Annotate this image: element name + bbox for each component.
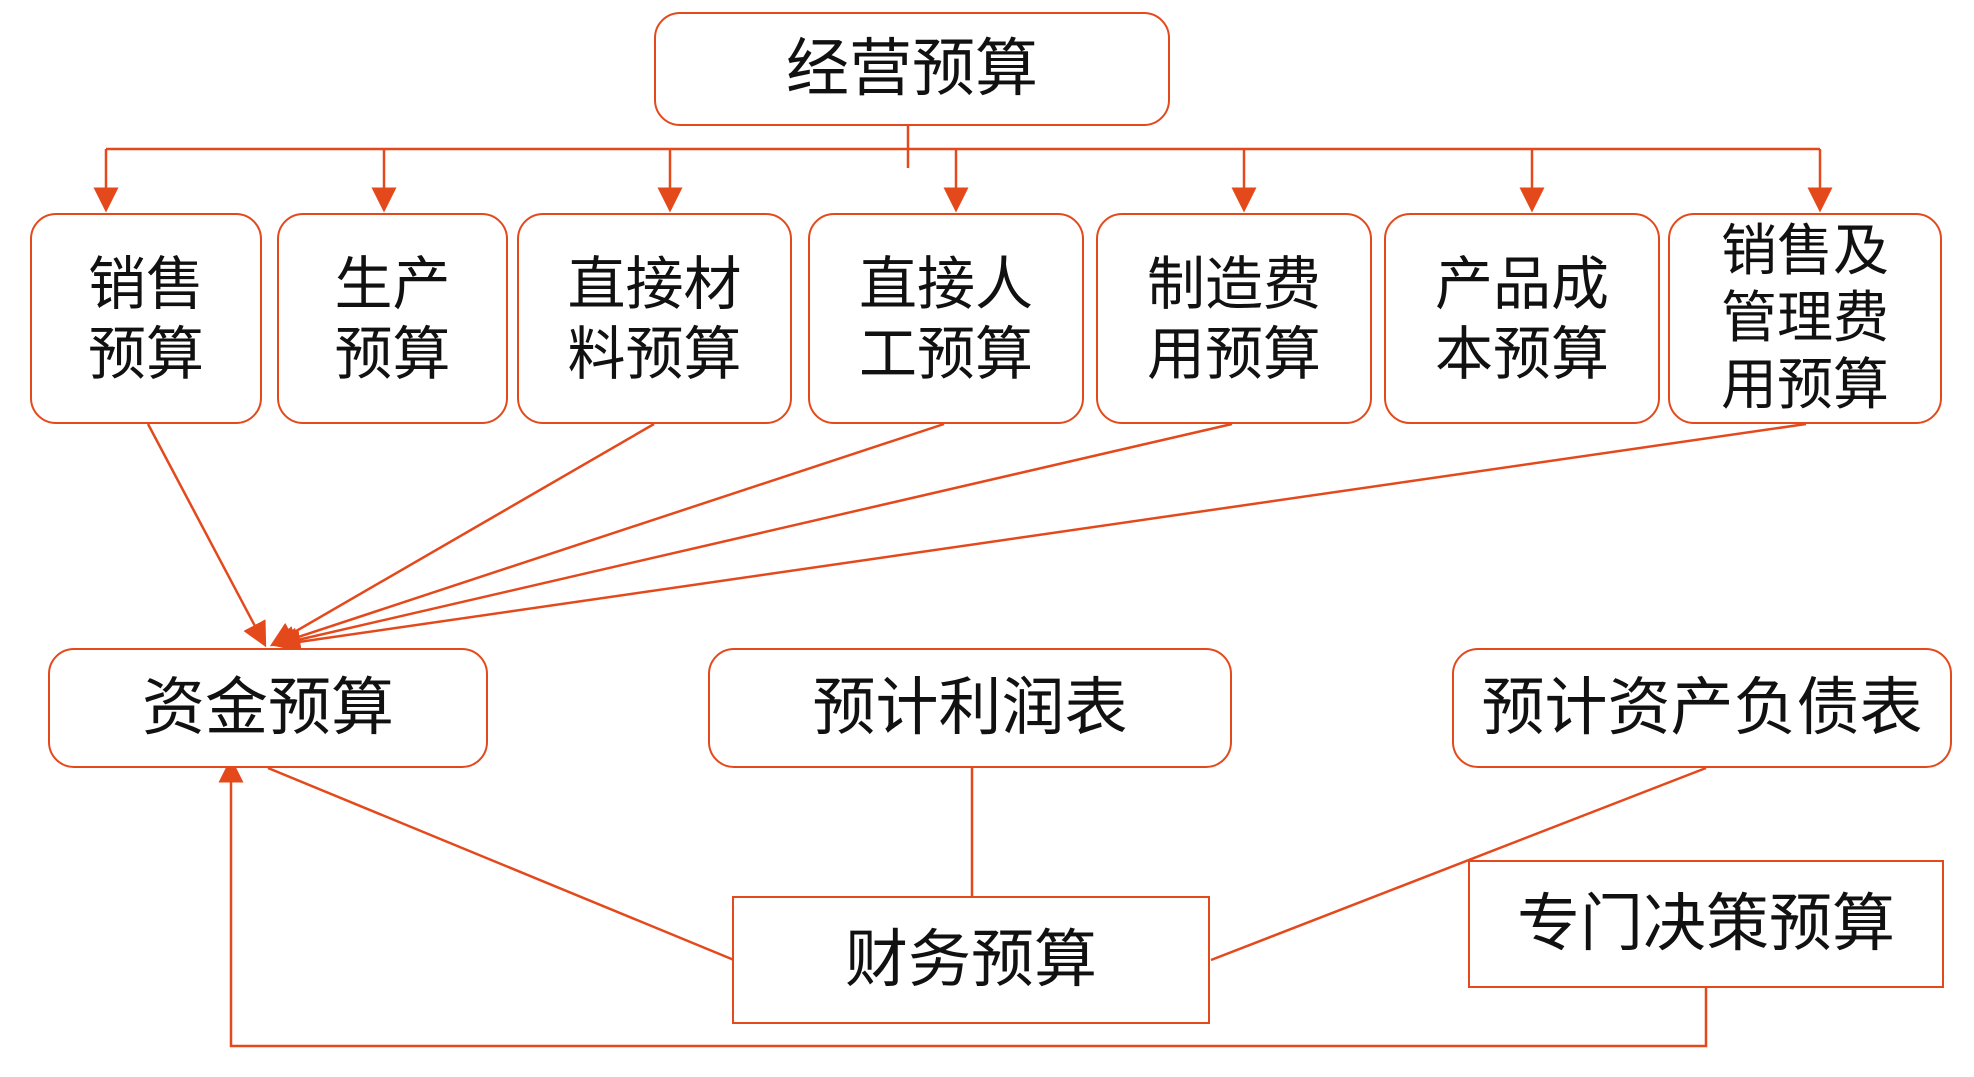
special-decision-budget-box: 专门决策预算	[1468, 860, 1944, 988]
special-decision-budget-label: 专门决策预算	[1517, 887, 1895, 960]
production-budget-box: 生产 预算	[277, 213, 508, 424]
income-statement-label: 预计利润表	[812, 671, 1128, 744]
line-cash-to-financial	[267, 766, 735, 962]
arrow-labor-to-cash	[271, 422, 945, 650]
operating-budget-box: 经营预算	[654, 12, 1170, 126]
cash-budget-box: 资金预算	[48, 648, 488, 768]
financial-budget-label: 财务预算	[845, 923, 1097, 996]
product-cost-budget-label: 产品成 本预算	[1434, 249, 1609, 388]
income-statement-box: 预计利润表	[708, 648, 1232, 768]
arrow-selling-admin-to-cash	[275, 422, 1807, 655]
line-balance-to-financial	[1210, 766, 1707, 962]
sales-budget-label: 销售 预算	[87, 249, 204, 388]
labor-budget-label: 直接人 工预算	[858, 249, 1033, 388]
arrow-special-to-cash	[218, 757, 1708, 1048]
arrow-materials-to-cash	[269, 422, 655, 647]
production-budget-label: 生产 预算	[334, 249, 451, 388]
labor-budget-box: 直接人 工预算	[808, 213, 1084, 424]
arrow-overhead-to-cash	[273, 422, 1233, 653]
selling-admin-budget-label: 销售及 管理费 用预算	[1721, 219, 1889, 418]
selling-admin-budget-box: 销售及 管理费 用预算	[1668, 213, 1942, 424]
materials-budget-box: 直接材 料预算	[517, 213, 792, 424]
arrow-sales-to-cash	[146, 423, 267, 648]
operating-budget-label: 经营预算	[786, 32, 1038, 105]
cash-budget-label: 资金预算	[142, 671, 394, 744]
overhead-budget-box: 制造费 用预算	[1096, 213, 1372, 424]
materials-budget-label: 直接材 料预算	[567, 249, 742, 388]
product-cost-budget-box: 产品成 本预算	[1384, 213, 1660, 424]
overhead-budget-label: 制造费 用预算	[1146, 249, 1321, 388]
sales-budget-box: 销售 预算	[30, 213, 262, 424]
financial-budget-box: 财务预算	[732, 896, 1210, 1024]
balance-sheet-label: 预计资产负债表	[1481, 671, 1923, 744]
balance-sheet-box: 预计资产负债表	[1452, 648, 1952, 768]
